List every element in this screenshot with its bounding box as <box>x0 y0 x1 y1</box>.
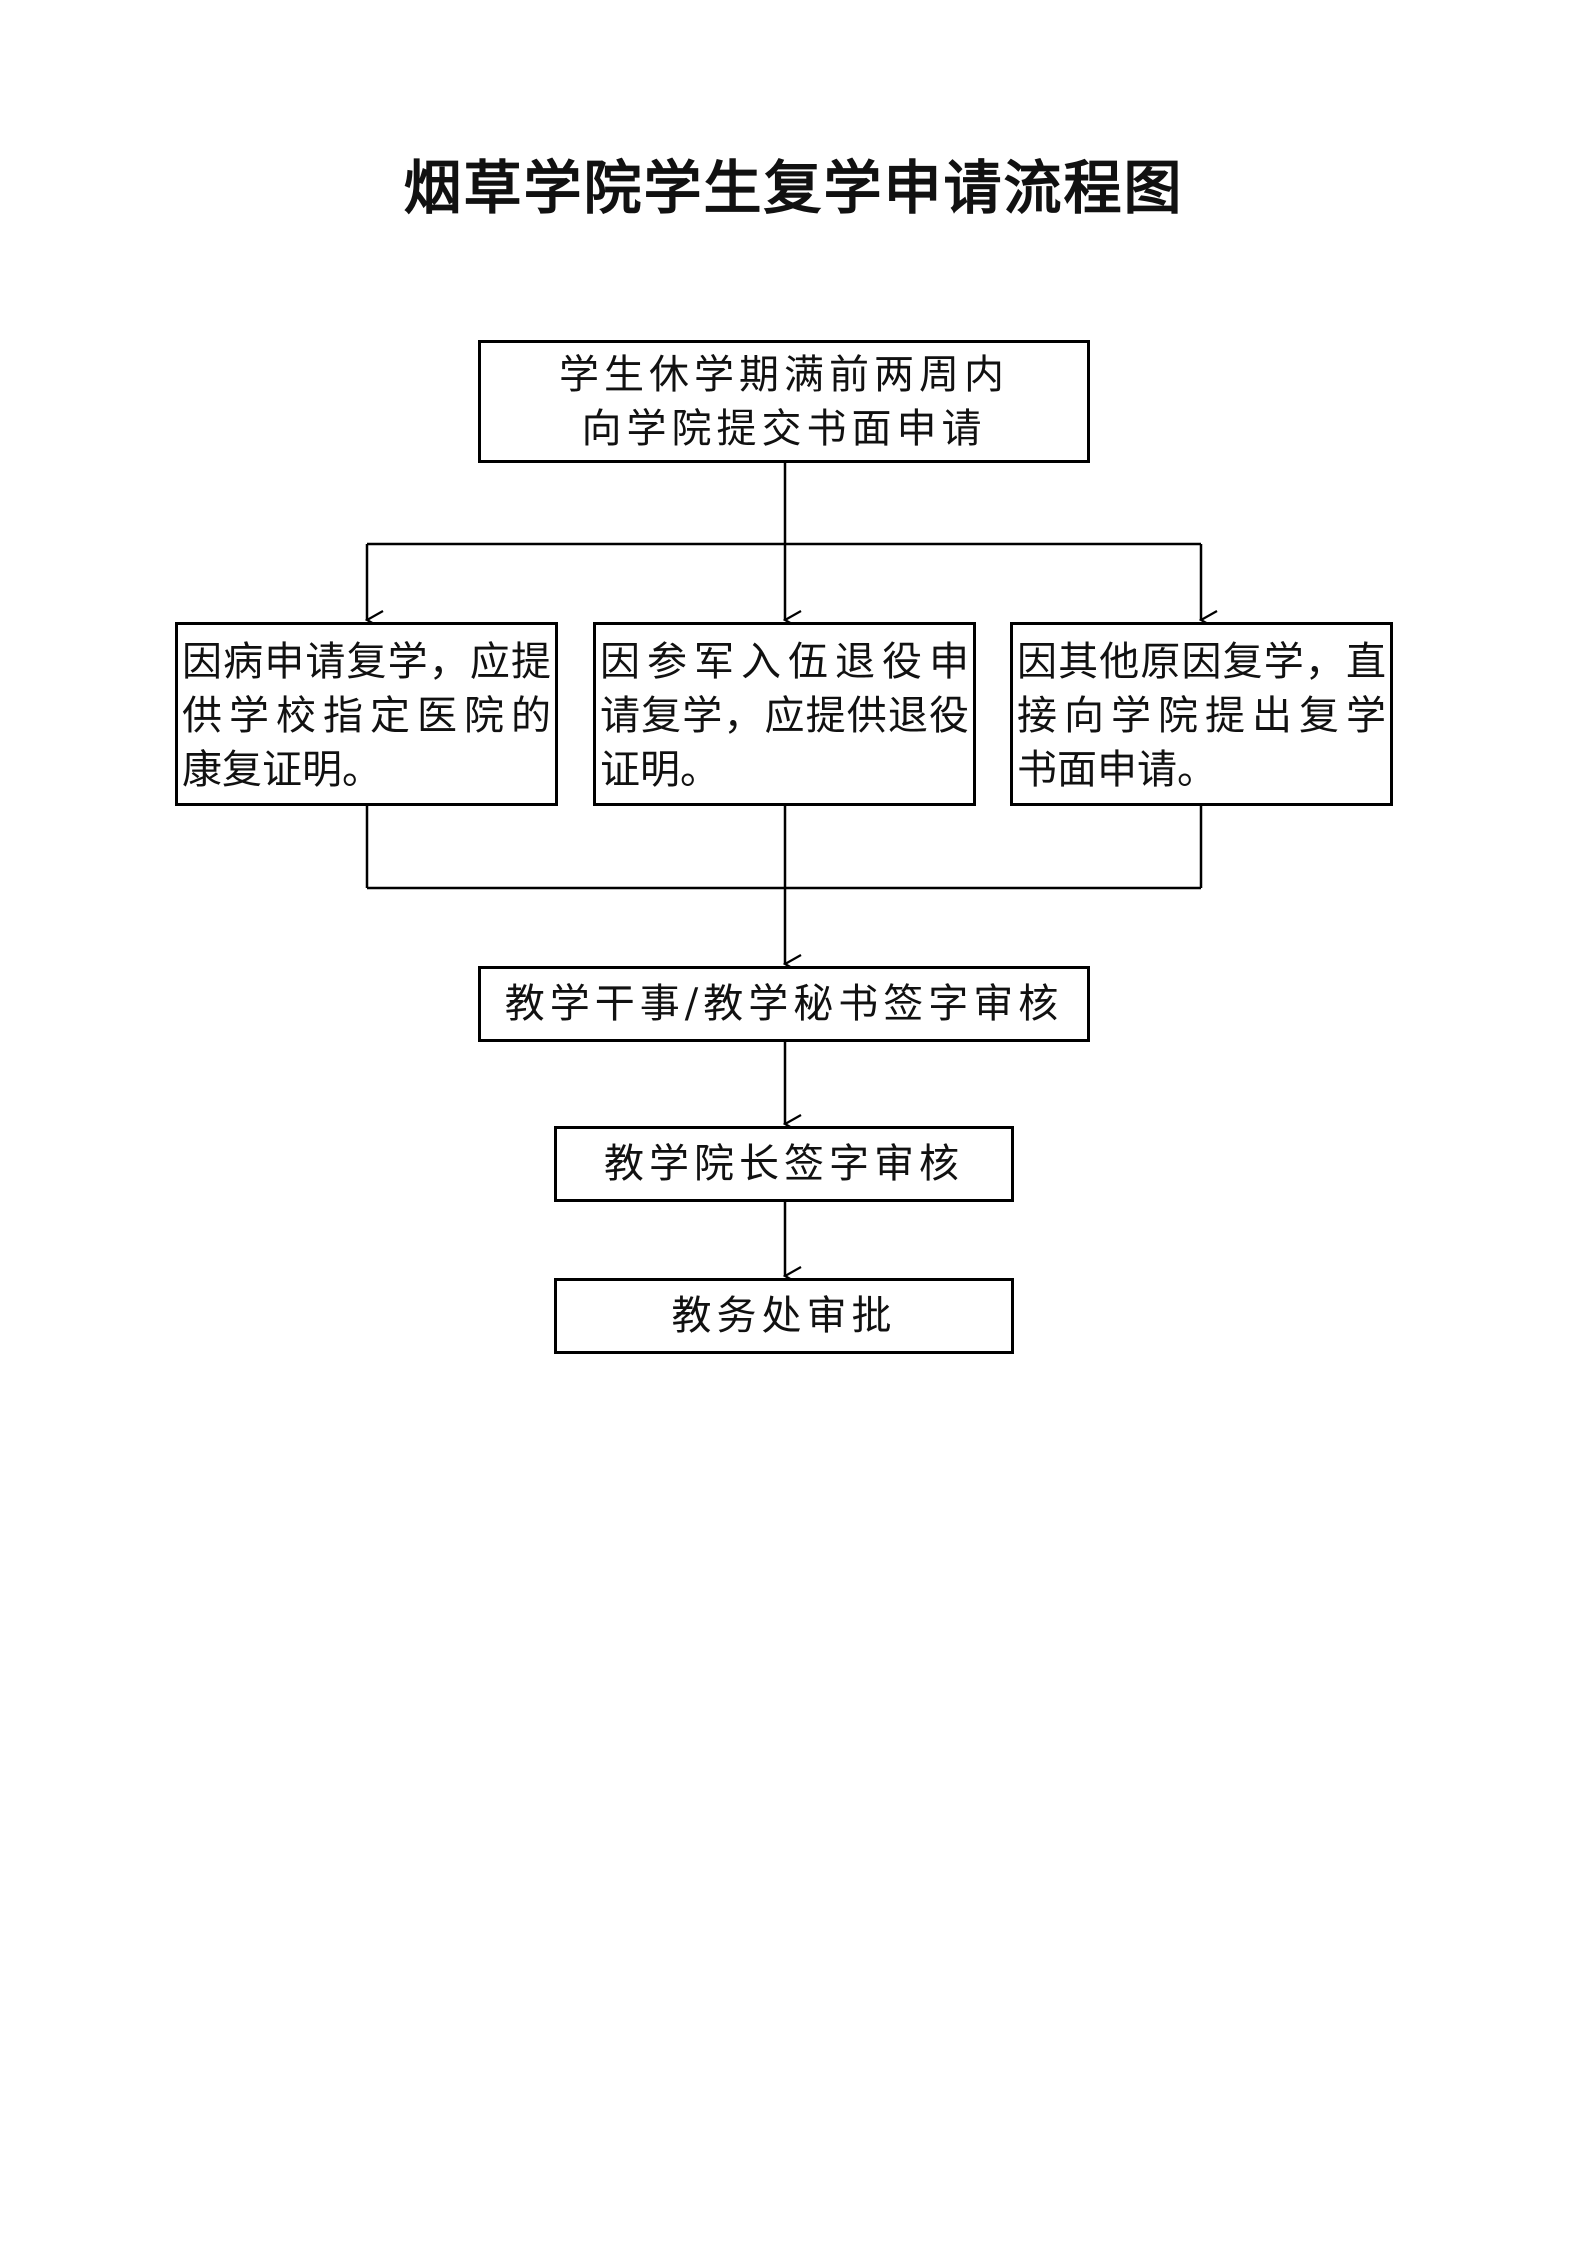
illness-line-2: 供学校指定医院的 <box>182 693 551 739</box>
start-node-line-1: 学生休学期满前两周内 <box>559 351 1009 398</box>
military-branch-node: 因参军入伍退役申 请复学，应提供退役 证明。 <box>593 622 976 806</box>
dean-review-label: 教学院长签字审核 <box>604 1141 964 1187</box>
other-line-2: 接向学院提出复学 <box>1017 693 1386 739</box>
other-line-3: 书面申请。 <box>1017 747 1217 793</box>
start-node-line-2: 向学院提交书面申请 <box>581 405 987 452</box>
other-line-1: 因其他原因复学，直 <box>1017 639 1386 685</box>
dean-review-node: 教学院长签字审核 <box>554 1126 1014 1202</box>
other-branch-node: 因其他原因复学，直 接向学院提出复学 书面申请。 <box>1010 622 1393 806</box>
secretary-review-node: 教学干事/教学秘书签字审核 <box>478 966 1090 1042</box>
military-line-1: 因参军入伍退役申 <box>600 639 969 685</box>
page-title: 烟草学院学生复学申请流程图 <box>403 154 1184 222</box>
secretary-review-label: 教学干事/教学秘书签字审核 <box>504 981 1064 1027</box>
start-node: 学生休学期满前两周内 向学院提交书面申请 <box>478 340 1090 463</box>
illness-line-3: 康复证明。 <box>182 747 382 793</box>
academic-affairs-label: 教务处审批 <box>671 1293 897 1339</box>
illness-branch-node: 因病申请复学，应提 供学校指定医院的 康复证明。 <box>175 622 558 806</box>
academic-affairs-node: 教务处审批 <box>554 1278 1014 1354</box>
illness-line-1: 因病申请复学，应提 <box>182 639 551 685</box>
military-line-2: 请复学，应提供退役 <box>600 693 969 739</box>
military-line-3: 证明。 <box>600 747 720 793</box>
